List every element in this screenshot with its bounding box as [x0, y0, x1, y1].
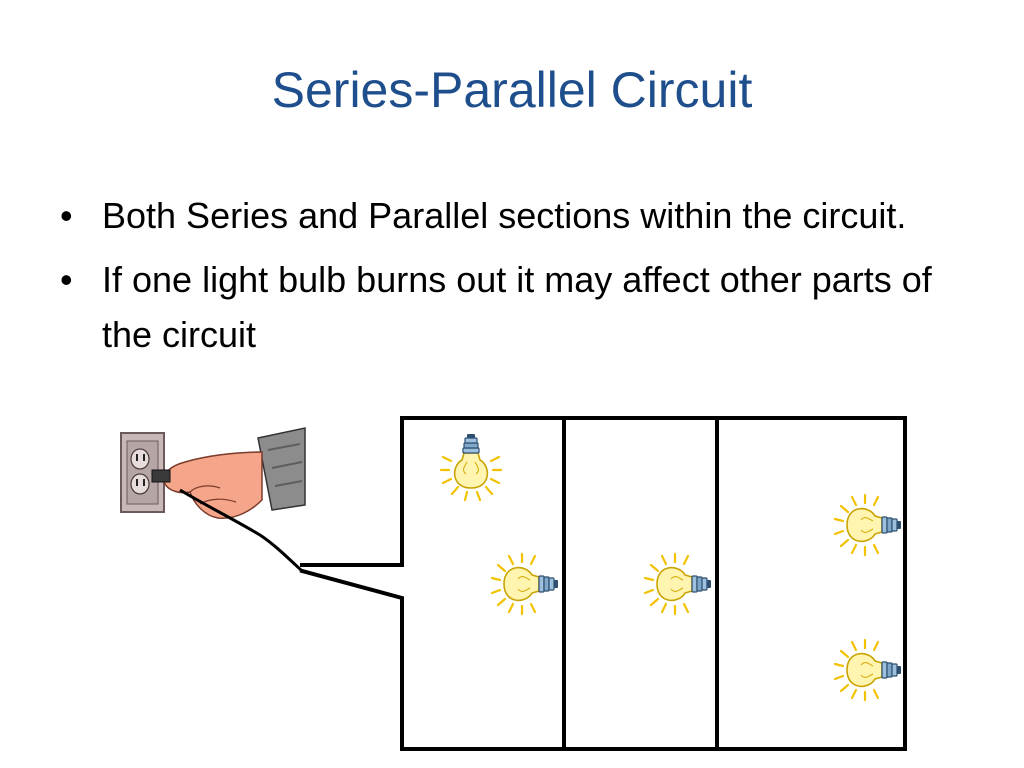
bullet-item: • If one light bulb burns out it may aff… — [60, 252, 960, 362]
light-bulb — [833, 638, 903, 702]
bullet-dot-icon: • — [60, 259, 73, 300]
wall-outlet — [120, 432, 165, 513]
hand-holding-plug — [151, 427, 306, 573]
light-bulb — [490, 552, 560, 616]
light-bulb — [439, 432, 503, 502]
light-bulb — [833, 493, 903, 557]
light-bulb — [643, 552, 713, 616]
circuit-wiring — [299, 416, 907, 751]
bullet-text: Both Series and Parallel sections within… — [102, 195, 907, 236]
bullet-item: • Both Series and Parallel sections with… — [60, 188, 960, 243]
slide-title: Series-Parallel Circuit — [271, 62, 753, 118]
bullet-text: If one light bulb burns out it may affec… — [102, 259, 932, 355]
bullet-dot-icon: • — [60, 195, 73, 236]
bullet-list: • Both Series and Parallel sections with… — [60, 188, 960, 371]
